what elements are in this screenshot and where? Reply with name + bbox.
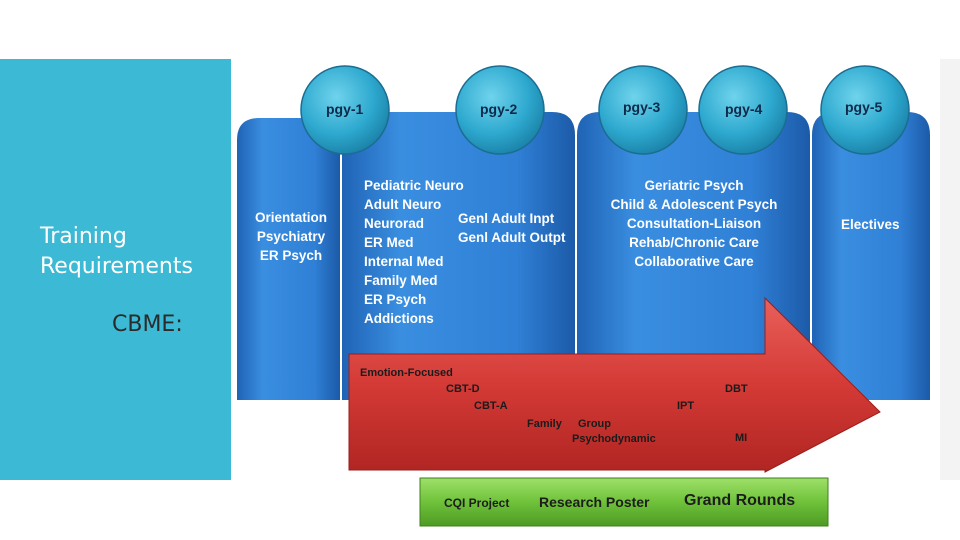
column-1-list: Orientation Psychiatry ER Psych: [254, 208, 328, 265]
list-item: Geriatric Psych: [644, 178, 744, 193]
column-pgy3-4: [577, 112, 810, 400]
list-item: Orientation: [254, 210, 327, 225]
arrow-label-cbt-d: CBT-D: [446, 383, 480, 395]
list-item: Child & Adolescent Psych: [610, 197, 778, 212]
arrow-label-family: Family: [527, 418, 562, 430]
list-item: ER Psych: [364, 292, 427, 307]
psychotherapy-arrow: [348, 296, 881, 473]
arrow-label-mi: MI: [735, 432, 748, 444]
label-pgy2: pgy-2: [480, 101, 518, 117]
label-pgy5: pgy-5: [845, 99, 883, 115]
bar-label-rounds: Grand Rounds: [684, 492, 796, 509]
arrow-label-dbt: DBT: [725, 383, 748, 395]
circle-pgy2: [455, 65, 545, 155]
list-item: Family Med: [364, 273, 438, 288]
arrow-label-group: Group: [578, 418, 611, 430]
list-item: Genl Adult Inpt: [458, 211, 555, 226]
title-line-2: Requirements: [40, 254, 193, 279]
title-line-1: Training: [40, 224, 127, 249]
list-item: ER Psych: [259, 248, 323, 263]
list-item: ER Med: [364, 235, 414, 250]
arrow-label-ipt: IPT: [677, 400, 695, 412]
cbme-label: CBME:: [112, 312, 183, 337]
circle-pgy4: [698, 65, 788, 155]
column-pgy1: [237, 118, 340, 400]
sidebar-panel: [0, 59, 231, 480]
list-item: Pediatric Neuro: [364, 178, 464, 193]
right-edge-bar: [940, 59, 960, 480]
circle-pgy1: [300, 65, 390, 155]
list-item: Collaborative Care: [634, 254, 754, 269]
list-item: Consultation-Liaison: [626, 216, 762, 231]
list-item: Addictions: [364, 311, 434, 326]
column-pgy5: [812, 112, 930, 400]
column-4-list: Electives: [841, 215, 900, 234]
list-item: Electives: [841, 217, 900, 232]
bar-label-poster: Research Poster: [539, 494, 650, 510]
bar-label-cqi: CQI Project: [444, 496, 510, 510]
list-item: Adult Neuro: [364, 197, 442, 212]
column-pgy2: [342, 112, 575, 400]
list-item: Internal Med: [364, 254, 444, 269]
list-item: Rehab/Chronic Care: [629, 235, 759, 250]
column-2b-list: Genl Adult Inpt Genl Adult Outpt: [458, 209, 565, 247]
slide-title: Training Requirements: [40, 222, 230, 282]
label-pgy1: pgy-1: [326, 101, 364, 117]
list-item: Neurorad: [364, 216, 425, 231]
circle-pgy5: [820, 65, 910, 155]
scholarly-bar: [419, 477, 829, 527]
label-pgy3: pgy-3: [623, 99, 661, 115]
column-3-list: Geriatric Psych Child & Adolescent Psych…: [600, 176, 788, 271]
column-2a-list: Pediatric Neuro Adult Neuro Neurorad ER …: [364, 176, 464, 328]
label-pgy4: pgy-4: [725, 101, 763, 117]
arrow-label-emotion-focused: Emotion-Focused: [360, 367, 453, 379]
list-item: Genl Adult Outpt: [458, 230, 566, 245]
arrow-label-cbt-a: CBT-A: [474, 400, 508, 412]
circle-pgy3: [598, 65, 688, 155]
list-item: Psychiatry: [256, 229, 326, 244]
arrow-label-psychodynamic: Psychodynamic: [572, 433, 656, 445]
